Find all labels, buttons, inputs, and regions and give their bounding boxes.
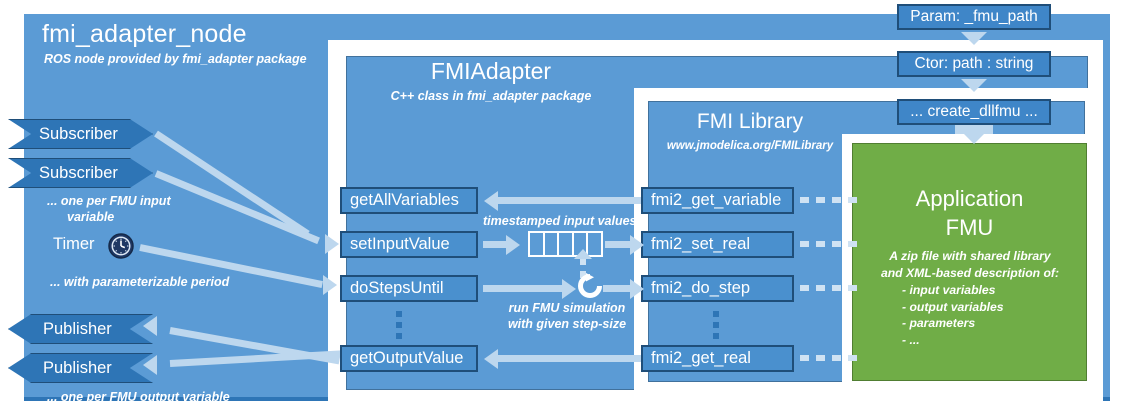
dashed-connector-dostep-fmu — [800, 285, 860, 291]
function-label: fmi2_get_real — [651, 349, 751, 367]
arrow-ctor-to-createdllfmu — [961, 79, 987, 92]
arrowhead-getoutputvalue — [484, 349, 498, 369]
arrow-dostepsuntil-to-loop — [483, 285, 565, 292]
dashed-connector-setreal-fmu — [800, 241, 860, 247]
arrow-setinputvalue-to-queue — [483, 241, 507, 248]
timer-label: Timer — [53, 235, 95, 253]
arrowhead-getallvariables — [484, 191, 498, 211]
fmi-library-title: FMI Library — [696, 110, 804, 133]
arrowhead-publisher1 — [143, 316, 157, 336]
adapter-method-dostepsuntil[interactable]: doStepsUntil — [340, 275, 478, 302]
method-label: setInputValue — [350, 235, 450, 253]
arrowhead-loop-up — [574, 249, 592, 259]
simulation-note: run FMU simulation with given step-size — [487, 300, 647, 332]
arrowhead-loop-in — [562, 279, 576, 299]
arrow-getvariable-to-getallvariables — [498, 197, 641, 204]
subscriber-label: Subscriber — [39, 163, 118, 182]
subscriber-chevron-2[interactable]: Subscriber — [8, 158, 153, 188]
application-fmu-title: Application FMU — [852, 184, 1087, 242]
adapter-method-getallvariables[interactable]: getAllVariables — [340, 187, 478, 214]
param-label: Param: _fmu_path — [910, 8, 1038, 25]
function-label: fmi2_do_step — [651, 279, 751, 297]
subscriber-note-line2: variable — [67, 210, 115, 224]
subscriber-label: Subscriber — [39, 124, 118, 143]
fmilib-ellipsis-icon — [713, 311, 719, 339]
arrow-createdllfmu-stem — [955, 125, 993, 134]
arrowhead-setreal — [630, 235, 644, 255]
queue-label: timestamped input values — [483, 214, 637, 228]
fmu-desc-line1: A zip file with shared library — [889, 249, 1051, 263]
param-label: Ctor: path : string — [914, 55, 1034, 72]
publisher-label: Publisher — [43, 358, 112, 377]
param-box-ctor[interactable]: Ctor: path : string — [897, 51, 1051, 77]
application-fmu-panel — [852, 143, 1087, 381]
fmilib-function-fmi2-do-step[interactable]: fmi2_do_step — [641, 275, 794, 302]
arrowhead-dostep — [630, 279, 644, 299]
arrow-createdllfmu-to-fmu — [961, 131, 987, 144]
fmu-title-line1: Application — [915, 186, 1024, 211]
node-subtitle: ROS node provided by fmi_adapter package — [44, 52, 307, 66]
arrow-param-to-ctor — [961, 32, 987, 45]
param-label: ... create_dllfmu ... — [910, 103, 1038, 120]
dashed-connector-getvariable-fmu — [800, 197, 860, 203]
page-title: fmi_adapter_node — [42, 20, 247, 48]
fmilib-function-fmi2-set-real[interactable]: fmi2_set_real — [641, 231, 794, 258]
fmi-adapter-title: FMIAdapter — [430, 58, 552, 84]
fmu-bullet: - ... — [902, 332, 920, 347]
adapter-method-getoutputvalue[interactable]: getOutputValue — [340, 345, 478, 372]
subscriber-note-line1: ... one per FMU input — [47, 194, 171, 208]
subscriber-chevron-1[interactable]: Subscriber — [8, 119, 153, 149]
dotted-loop-to-queue — [580, 258, 586, 281]
method-label: doStepsUntil — [350, 279, 444, 297]
adapter-method-setinputvalue[interactable]: setInputValue — [340, 231, 478, 258]
fmilib-function-fmi2-get-variable[interactable]: fmi2_get_variable — [641, 187, 794, 214]
fmi-adapter-subtitle: C++ class in fmi_adapter package — [390, 89, 592, 103]
param-box-fmu-path[interactable]: Param: _fmu_path — [897, 4, 1051, 30]
application-fmu-description: A zip file with shared library and XML-b… — [858, 248, 1082, 348]
fmu-title-line2: FMU — [945, 215, 994, 240]
function-label: fmi2_get_variable — [651, 191, 782, 209]
publisher-chevron-2[interactable]: Publisher — [8, 353, 153, 383]
method-label: getAllVariables — [350, 191, 459, 209]
publisher-label: Publisher — [43, 319, 112, 338]
arrow-getreal-to-getoutputvalue — [498, 355, 641, 362]
fmu-bullet-list: - input variables - output variables - p… — [858, 282, 1082, 348]
clock-icon — [108, 233, 134, 259]
timer-note: ... with parameterizable period — [50, 275, 230, 289]
publisher-note: ... one per FMU output variable — [47, 390, 230, 404]
arrowhead-timer — [323, 275, 337, 295]
arrow-queue-to-setreal — [605, 241, 635, 248]
method-label: getOutputValue — [350, 349, 464, 367]
fmi-library-subtitle: www.jmodelica.org/FMILibrary — [666, 140, 834, 152]
adapter-ellipsis-icon — [396, 311, 402, 339]
sim-note-line2: with given step-size — [507, 317, 627, 331]
function-label: fmi2_set_real — [651, 235, 751, 253]
refresh-loop-icon — [578, 273, 602, 298]
publisher-chevron-1[interactable]: Publisher — [8, 314, 153, 344]
arrowhead-publisher2 — [143, 355, 157, 375]
arrow-loop-to-dostep — [603, 285, 635, 292]
param-box-create-dllfmu[interactable]: ... create_dllfmu ... — [897, 99, 1051, 125]
arrowhead-subscriber1 — [325, 234, 339, 254]
fmilib-function-fmi2-get-real[interactable]: fmi2_get_real — [641, 345, 794, 372]
fmu-bullet: - output variables — [902, 299, 1004, 314]
sim-note-line1: run FMU simulation — [508, 301, 626, 315]
dashed-connector-getreal-fmu — [800, 355, 860, 361]
fmu-bullet: - input variables — [902, 283, 996, 297]
fmu-bullet: - parameters — [902, 316, 976, 330]
timestamped-input-buffer — [528, 231, 603, 257]
fmu-desc-line2: and XML-based description of: — [880, 265, 1060, 280]
subscriber-note: ... one per FMU input variable — [47, 193, 237, 225]
arrowhead-queue-in — [506, 235, 520, 255]
